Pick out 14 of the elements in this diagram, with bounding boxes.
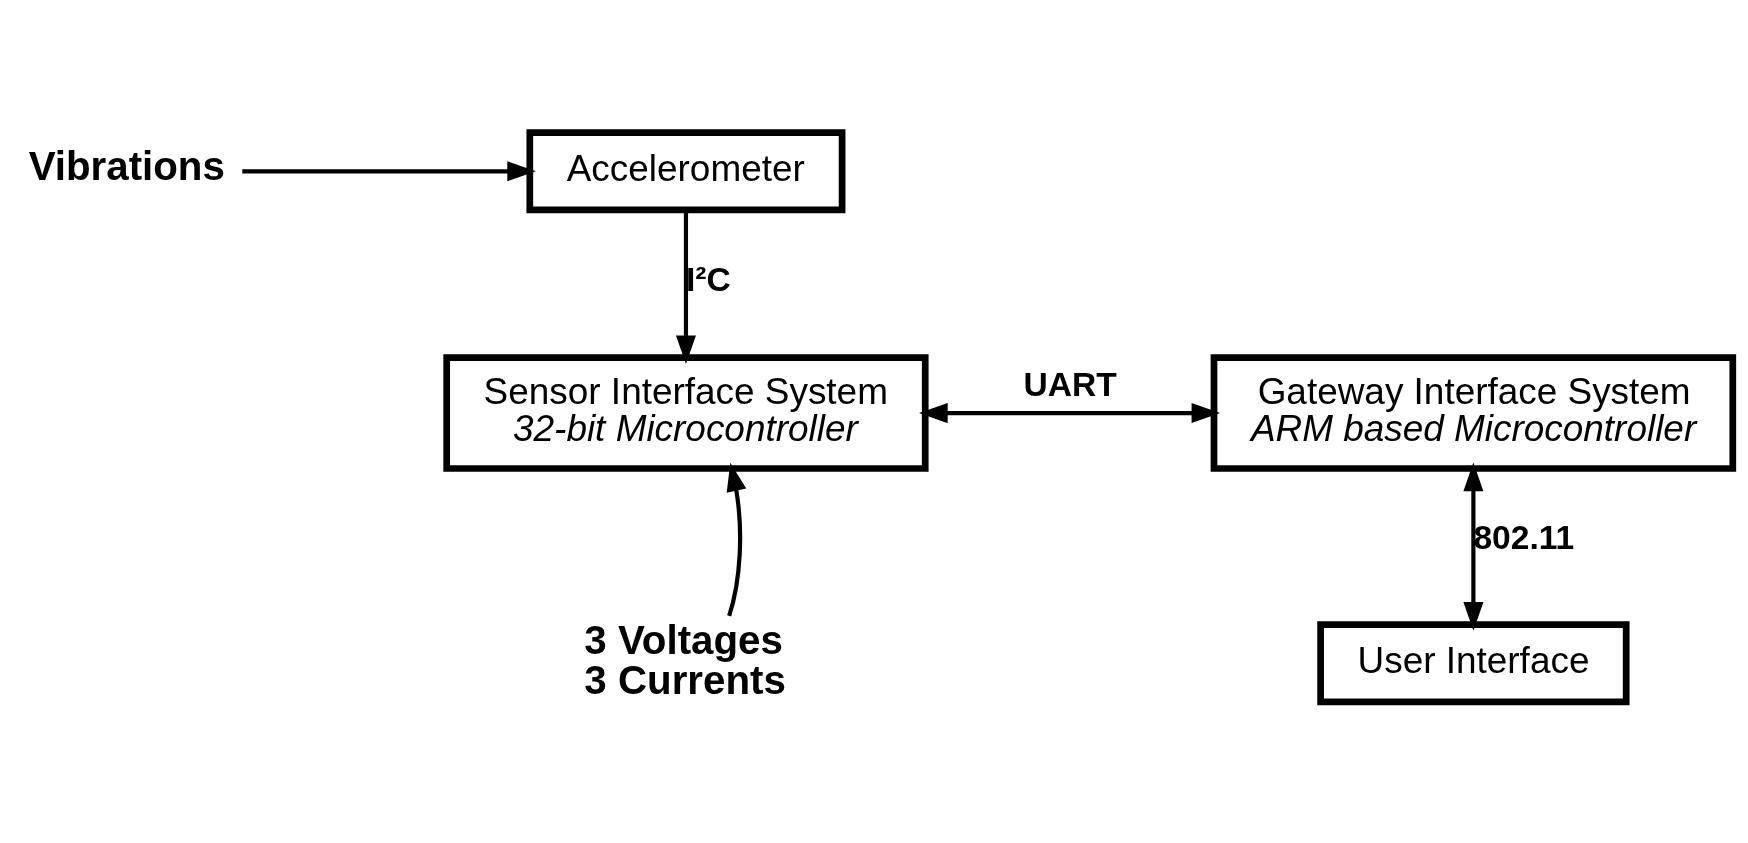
arrow — [675, 210, 696, 364]
arrow — [1463, 462, 1484, 631]
arrow — [726, 462, 747, 617]
arrow — [919, 403, 1221, 424]
node-text: 3 Voltages 3 Currents — [584, 617, 786, 703]
edge-label: 802.11 — [1473, 519, 1575, 557]
edge-label: UART — [1023, 366, 1117, 404]
node-text: Vibrations — [28, 144, 225, 190]
node-box: Accelerometer — [526, 129, 846, 214]
edge-label: I²C — [685, 260, 731, 298]
arrow — [242, 161, 536, 182]
node-box: User Interface — [1317, 621, 1630, 706]
node-box: Gateway Interface System ARM based Microcontroller — [1210, 354, 1737, 472]
node-box: Sensor Interface System 32-bit Microcontroller — [443, 354, 929, 472]
